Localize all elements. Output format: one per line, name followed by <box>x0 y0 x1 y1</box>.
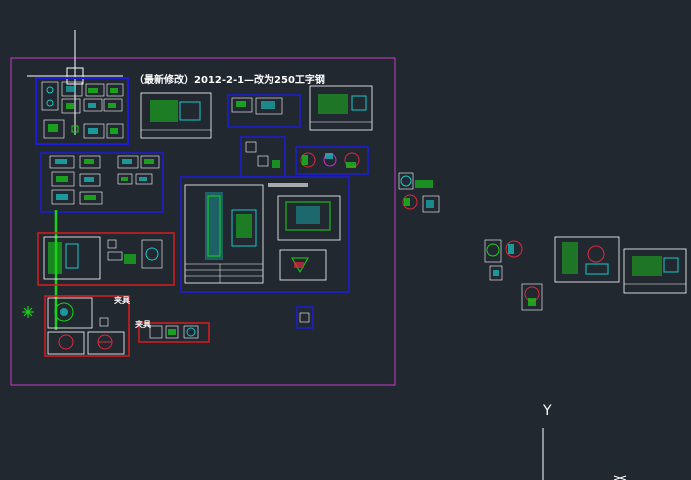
sheet-group-parts[interactable] <box>295 146 369 175</box>
sheet-group-mid-left[interactable] <box>40 152 164 213</box>
sheet-group-small-red[interactable] <box>138 322 210 343</box>
fixture-label-2: 夹具 <box>135 320 151 329</box>
ucs-y-axis-label: Y <box>543 403 552 419</box>
detached-parts-right[interactable] <box>398 172 687 311</box>
sheet-assembly-main[interactable] <box>180 176 350 293</box>
small-block[interactable] <box>296 306 314 329</box>
sheet-group-top-left[interactable] <box>35 77 129 145</box>
sheet-group-fixture[interactable] <box>22 295 130 357</box>
layout-frame <box>10 57 396 386</box>
sheet-group-small-column[interactable] <box>240 136 286 178</box>
drawing-title-note: （最新修改）2012-2-1—改为250工字钢 <box>134 75 325 86</box>
fixture-label-1: 夹具 <box>114 296 130 305</box>
ucs-icon <box>542 428 627 480</box>
sheet-group-red-middle[interactable] <box>37 232 175 286</box>
crosshair-cursor <box>27 30 123 135</box>
sheet-top-middle[interactable] <box>140 85 373 139</box>
